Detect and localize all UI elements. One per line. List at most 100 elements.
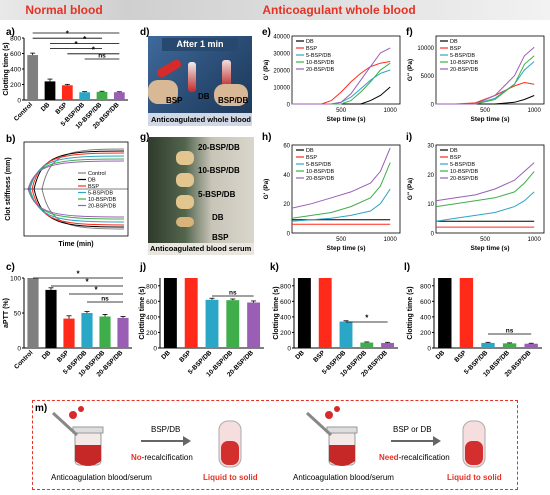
legend-label: DB <box>450 148 458 154</box>
y-axis-label: Clotting time (s) <box>139 286 146 339</box>
legend-label: 20-BSP/DB <box>88 204 116 210</box>
trace-upper-db <box>33 150 125 190</box>
legend-label: 5-BSP/DB <box>450 162 475 168</box>
sig-label: * <box>365 314 369 323</box>
bar-bsp <box>63 318 75 348</box>
header-anticoagulant: Anticoagulant whole blood <box>128 0 550 20</box>
y-tick-label: 0 <box>287 346 291 353</box>
legend-label: Control <box>88 171 106 177</box>
sig-label: * <box>76 270 80 279</box>
series-line-20-bsp-db <box>291 147 391 209</box>
hand-2 <box>214 84 248 106</box>
y-axis-label: G'' (Pa) <box>407 59 414 81</box>
panel-label-j: j) <box>140 262 147 273</box>
x-tick-label: 1000 <box>528 108 542 114</box>
y-tick-label: 10 <box>427 202 434 208</box>
y-axis-label: Clotting time (s) <box>3 42 10 95</box>
bar-20-bsp-db <box>117 317 129 348</box>
m-left-caption: Anticoagulation blood/serum <box>51 473 152 482</box>
legend-label: 10-BSP/DB <box>88 197 116 203</box>
y-tick-label: 20 <box>427 173 434 179</box>
y-axis-label: Clot stiffness (mm) <box>5 157 12 220</box>
photo-d-label-db: DB <box>198 92 210 101</box>
photo-d-label-bsp: BSP <box>166 96 183 105</box>
trace-upper-5-bsp-db <box>29 155 125 190</box>
hand-1 <box>148 80 178 104</box>
bar-5-bsp-db <box>205 299 219 348</box>
x-tick-label: 500 <box>480 108 491 114</box>
x-tick-label: DB <box>41 349 53 361</box>
x-tick-label: 1000 <box>528 237 542 243</box>
y-tick-label: 30000 <box>273 52 290 58</box>
y-tick-label: 0 <box>427 346 431 353</box>
y-tick-label: 800 <box>420 283 431 290</box>
y-tick-label: 5000 <box>421 74 435 80</box>
legend-label: BSP <box>306 155 317 161</box>
photo-g-label-20: 20-BSP/DB <box>198 143 240 152</box>
y-tick-label: 200 <box>420 330 431 337</box>
photo-d-banner: After 1 min <box>162 38 238 51</box>
bar-20-bsp-db <box>247 302 261 348</box>
left-arrow-icon <box>141 436 191 446</box>
bar-control <box>27 278 39 348</box>
y-tick-label: 30 <box>427 144 434 150</box>
y-tick-label: 50 <box>14 311 22 318</box>
m-left-arrow-label: BSP/DB <box>151 425 181 434</box>
series-line-20-bsp-db <box>292 47 391 105</box>
bar-bsp <box>459 278 474 348</box>
y-tick-label: 0 <box>17 98 21 105</box>
left-drops-icon <box>69 406 84 419</box>
x-tick-label: 500 <box>480 237 491 243</box>
y-tick-label: 200 <box>146 330 157 337</box>
x-tick-label: 1000 <box>384 237 398 243</box>
photo-d-caption: Anticoagulated whole blood <box>151 115 251 124</box>
trace-upper-control <box>41 148 125 190</box>
x-tick-label: DB <box>435 349 447 361</box>
y-tick-label: 0 <box>17 346 21 353</box>
y-tick-label: 600 <box>146 299 157 306</box>
sig-label: * <box>74 30 78 34</box>
bar-10-bsp-db <box>96 91 108 100</box>
bar-5-bsp-db <box>81 313 93 348</box>
y-tick-label: 800 <box>10 36 21 43</box>
y-tick-label: 0 <box>431 232 435 238</box>
bar-10-bsp-db <box>99 316 111 348</box>
y-tick-label: 40 <box>283 173 290 179</box>
m-left-no: No <box>131 453 142 462</box>
photo-g-caption-bg <box>148 243 254 255</box>
right-arrow-icon <box>391 436 441 446</box>
photo-g-label-5: 5-BSP/DB <box>198 190 236 199</box>
panel-label-f: f) <box>406 27 413 38</box>
x-tick-label: Control <box>13 349 34 370</box>
trace-upper-10-bsp-db <box>28 158 125 190</box>
right-pipette-icon <box>305 411 333 437</box>
bar-db <box>438 278 452 348</box>
bar-10-bsp-db <box>360 342 374 348</box>
photo-g-label-10: 10-BSP/DB <box>198 166 240 175</box>
legend-label: 20-BSP/DB <box>450 67 478 73</box>
y-tick-label: 0 <box>431 103 435 109</box>
left-result-tube-icon <box>218 420 242 468</box>
legend-label: 10-BSP/DB <box>306 169 334 175</box>
y-tick-label: 400 <box>10 67 21 74</box>
vial-db <box>176 217 194 227</box>
photo-d-banner-text: After 1 min <box>176 39 224 49</box>
y-tick-label: 0 <box>287 103 291 109</box>
y-tick-label: 20 <box>283 202 290 208</box>
series-line-10-bsp-db <box>435 171 535 208</box>
photo-d-label-bspdb: BSP/DB <box>218 96 249 105</box>
sig-label: * <box>92 45 96 54</box>
tube-1 <box>155 58 183 79</box>
x-tick-label: BSP <box>54 101 69 116</box>
bar-db <box>297 278 311 348</box>
y-tick-label: 600 <box>420 299 431 306</box>
panel-label-b: b) <box>6 134 16 145</box>
plot-frame <box>291 144 401 234</box>
legend-label: 10-BSP/DB <box>306 60 334 66</box>
m-right-caption: Anticoagulation blood/serum <box>293 473 394 482</box>
x-tick-label: Control <box>13 101 34 122</box>
x-tick-label: BSP <box>453 349 468 364</box>
legend-label: DB <box>88 178 96 184</box>
x-tick-label: BSP <box>312 349 327 364</box>
